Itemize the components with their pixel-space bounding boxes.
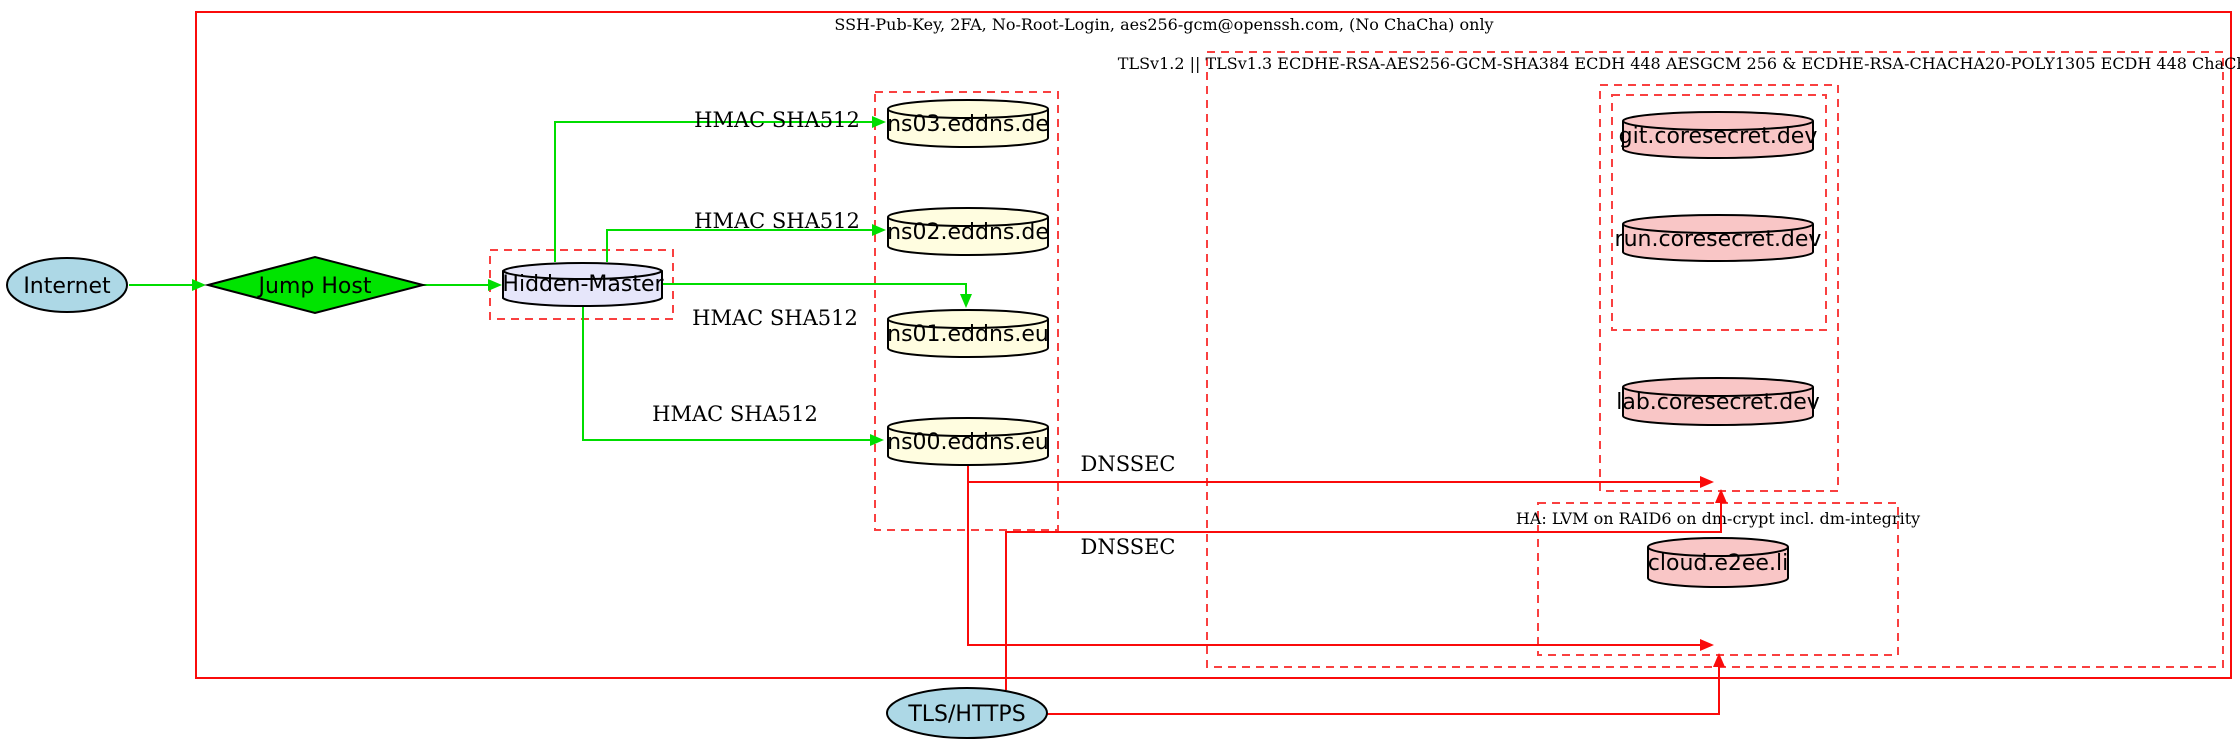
node-cloud-e2ee-lid xyxy=(1647,546,1789,557)
edge-hiddenmaster-ns03 xyxy=(554,121,876,262)
node-lab-coresecret xyxy=(1622,377,1814,426)
cluster-ha-box xyxy=(1537,502,1899,656)
node-hidden-master xyxy=(502,262,663,307)
edge-hiddenmaster-ns02-arrowhead xyxy=(872,224,886,236)
edge-hiddenmaster-ns01 xyxy=(662,283,967,298)
node-lab-coresecret-label: lab.coresecret.dev xyxy=(1616,390,1820,415)
edge-label-hmac-ns02: HMAC SHA512 xyxy=(694,209,860,233)
node-ns01-lid xyxy=(887,318,1049,329)
cluster-ns-box xyxy=(874,91,1059,531)
node-ns02 xyxy=(887,207,1049,256)
node-jump-host-label: Jump Host xyxy=(257,274,372,299)
node-ns00 xyxy=(887,417,1049,466)
edge-tlshttps-ha-arrowhead xyxy=(1713,653,1725,667)
cluster-tls-label: TLSv1.2 || TLSv1.3 ECDHE-RSA-AES256-GCM-… xyxy=(1118,54,2240,73)
node-tls-https xyxy=(886,687,1048,739)
edge-ns00-ha xyxy=(967,482,1702,646)
node-run-coresecret xyxy=(1622,214,1814,262)
node-ns00-label: ns00.eddns.eu xyxy=(887,430,1049,455)
node-ns02-lid xyxy=(887,216,1049,227)
node-internet-label: Internet xyxy=(23,274,111,299)
node-hidden-master-label: Hidden-Master xyxy=(502,272,664,297)
node-git-coresecret-label: git.coresecret.dev xyxy=(1619,124,1818,149)
node-internet xyxy=(6,257,128,313)
edge-hiddenmaster-ns00-arrowhead xyxy=(870,434,884,446)
edge-hiddenmaster-ns02 xyxy=(606,229,876,262)
cluster-ssh-box xyxy=(195,11,2232,679)
edge-label-hmac-ns01: HMAC SHA512 xyxy=(692,306,858,330)
edge-hiddenmaster-ns01-arrowhead xyxy=(960,294,972,308)
edge-ns00-ha-arrowhead xyxy=(1700,639,1714,651)
edge-label-dnssec-bottom: DNSSEC xyxy=(1080,535,1175,559)
node-run-coresecret-label: run.coresecret.dev xyxy=(1615,227,1822,252)
edge-internet-jumphost-arrowhead xyxy=(192,279,206,291)
cluster-coresecret-outer-box xyxy=(1599,84,1839,492)
node-cloud-e2ee xyxy=(1647,537,1789,588)
edge-ns00-coresecret-dnssec xyxy=(967,466,1702,483)
edge-label-hmac-ns03: HMAC SHA512 xyxy=(694,108,860,132)
edge-tlshttps-coresecret-arrowhead xyxy=(1715,489,1727,503)
node-git-coresecret xyxy=(1622,111,1814,159)
edge-jumphost-hiddenmaster-arrowhead xyxy=(488,279,502,291)
node-ns03-label: ns03.eddns.de xyxy=(887,112,1049,137)
node-cloud-e2ee-label: cloud.e2ee.li xyxy=(1648,551,1788,576)
cluster-ssh-label: SSH-Pub-Key, 2FA, No-Root-Login, aes256-… xyxy=(834,15,1493,34)
node-ns03-lid xyxy=(887,108,1049,119)
node-tls-https-label: TLS/HTTPS xyxy=(907,702,1025,727)
edge-label-hmac-ns00: HMAC SHA512 xyxy=(652,402,818,426)
node-git-coresecret-lid xyxy=(1622,120,1814,131)
node-ns00-lid xyxy=(887,426,1049,437)
edge-tlshttps-coresecret-dnssec xyxy=(1005,501,1722,690)
cluster-tls-box xyxy=(1206,51,2224,668)
edge-ns00-coresecret-arrowhead xyxy=(1700,476,1714,488)
edge-label-dnssec-top: DNSSEC xyxy=(1080,452,1175,476)
node-jump-host xyxy=(204,255,427,315)
cluster-ha-label: HA: LVM on RAID6 on dm-crypt incl. dm-in… xyxy=(1516,509,1920,528)
node-lab-coresecret-lid xyxy=(1622,386,1814,397)
node-ns02-label: ns02.eddns.de xyxy=(887,220,1049,245)
node-ns01 xyxy=(887,309,1049,358)
node-hidden-master-lid xyxy=(502,270,663,280)
node-ns01-label: ns01.eddns.eu xyxy=(887,322,1049,347)
edge-hiddenmaster-ns00 xyxy=(582,307,874,441)
edge-hiddenmaster-ns03-arrowhead xyxy=(872,116,886,128)
node-run-coresecret-lid xyxy=(1622,223,1814,234)
node-ns03 xyxy=(887,99,1049,148)
edge-tlshttps-ha xyxy=(1047,665,1720,715)
